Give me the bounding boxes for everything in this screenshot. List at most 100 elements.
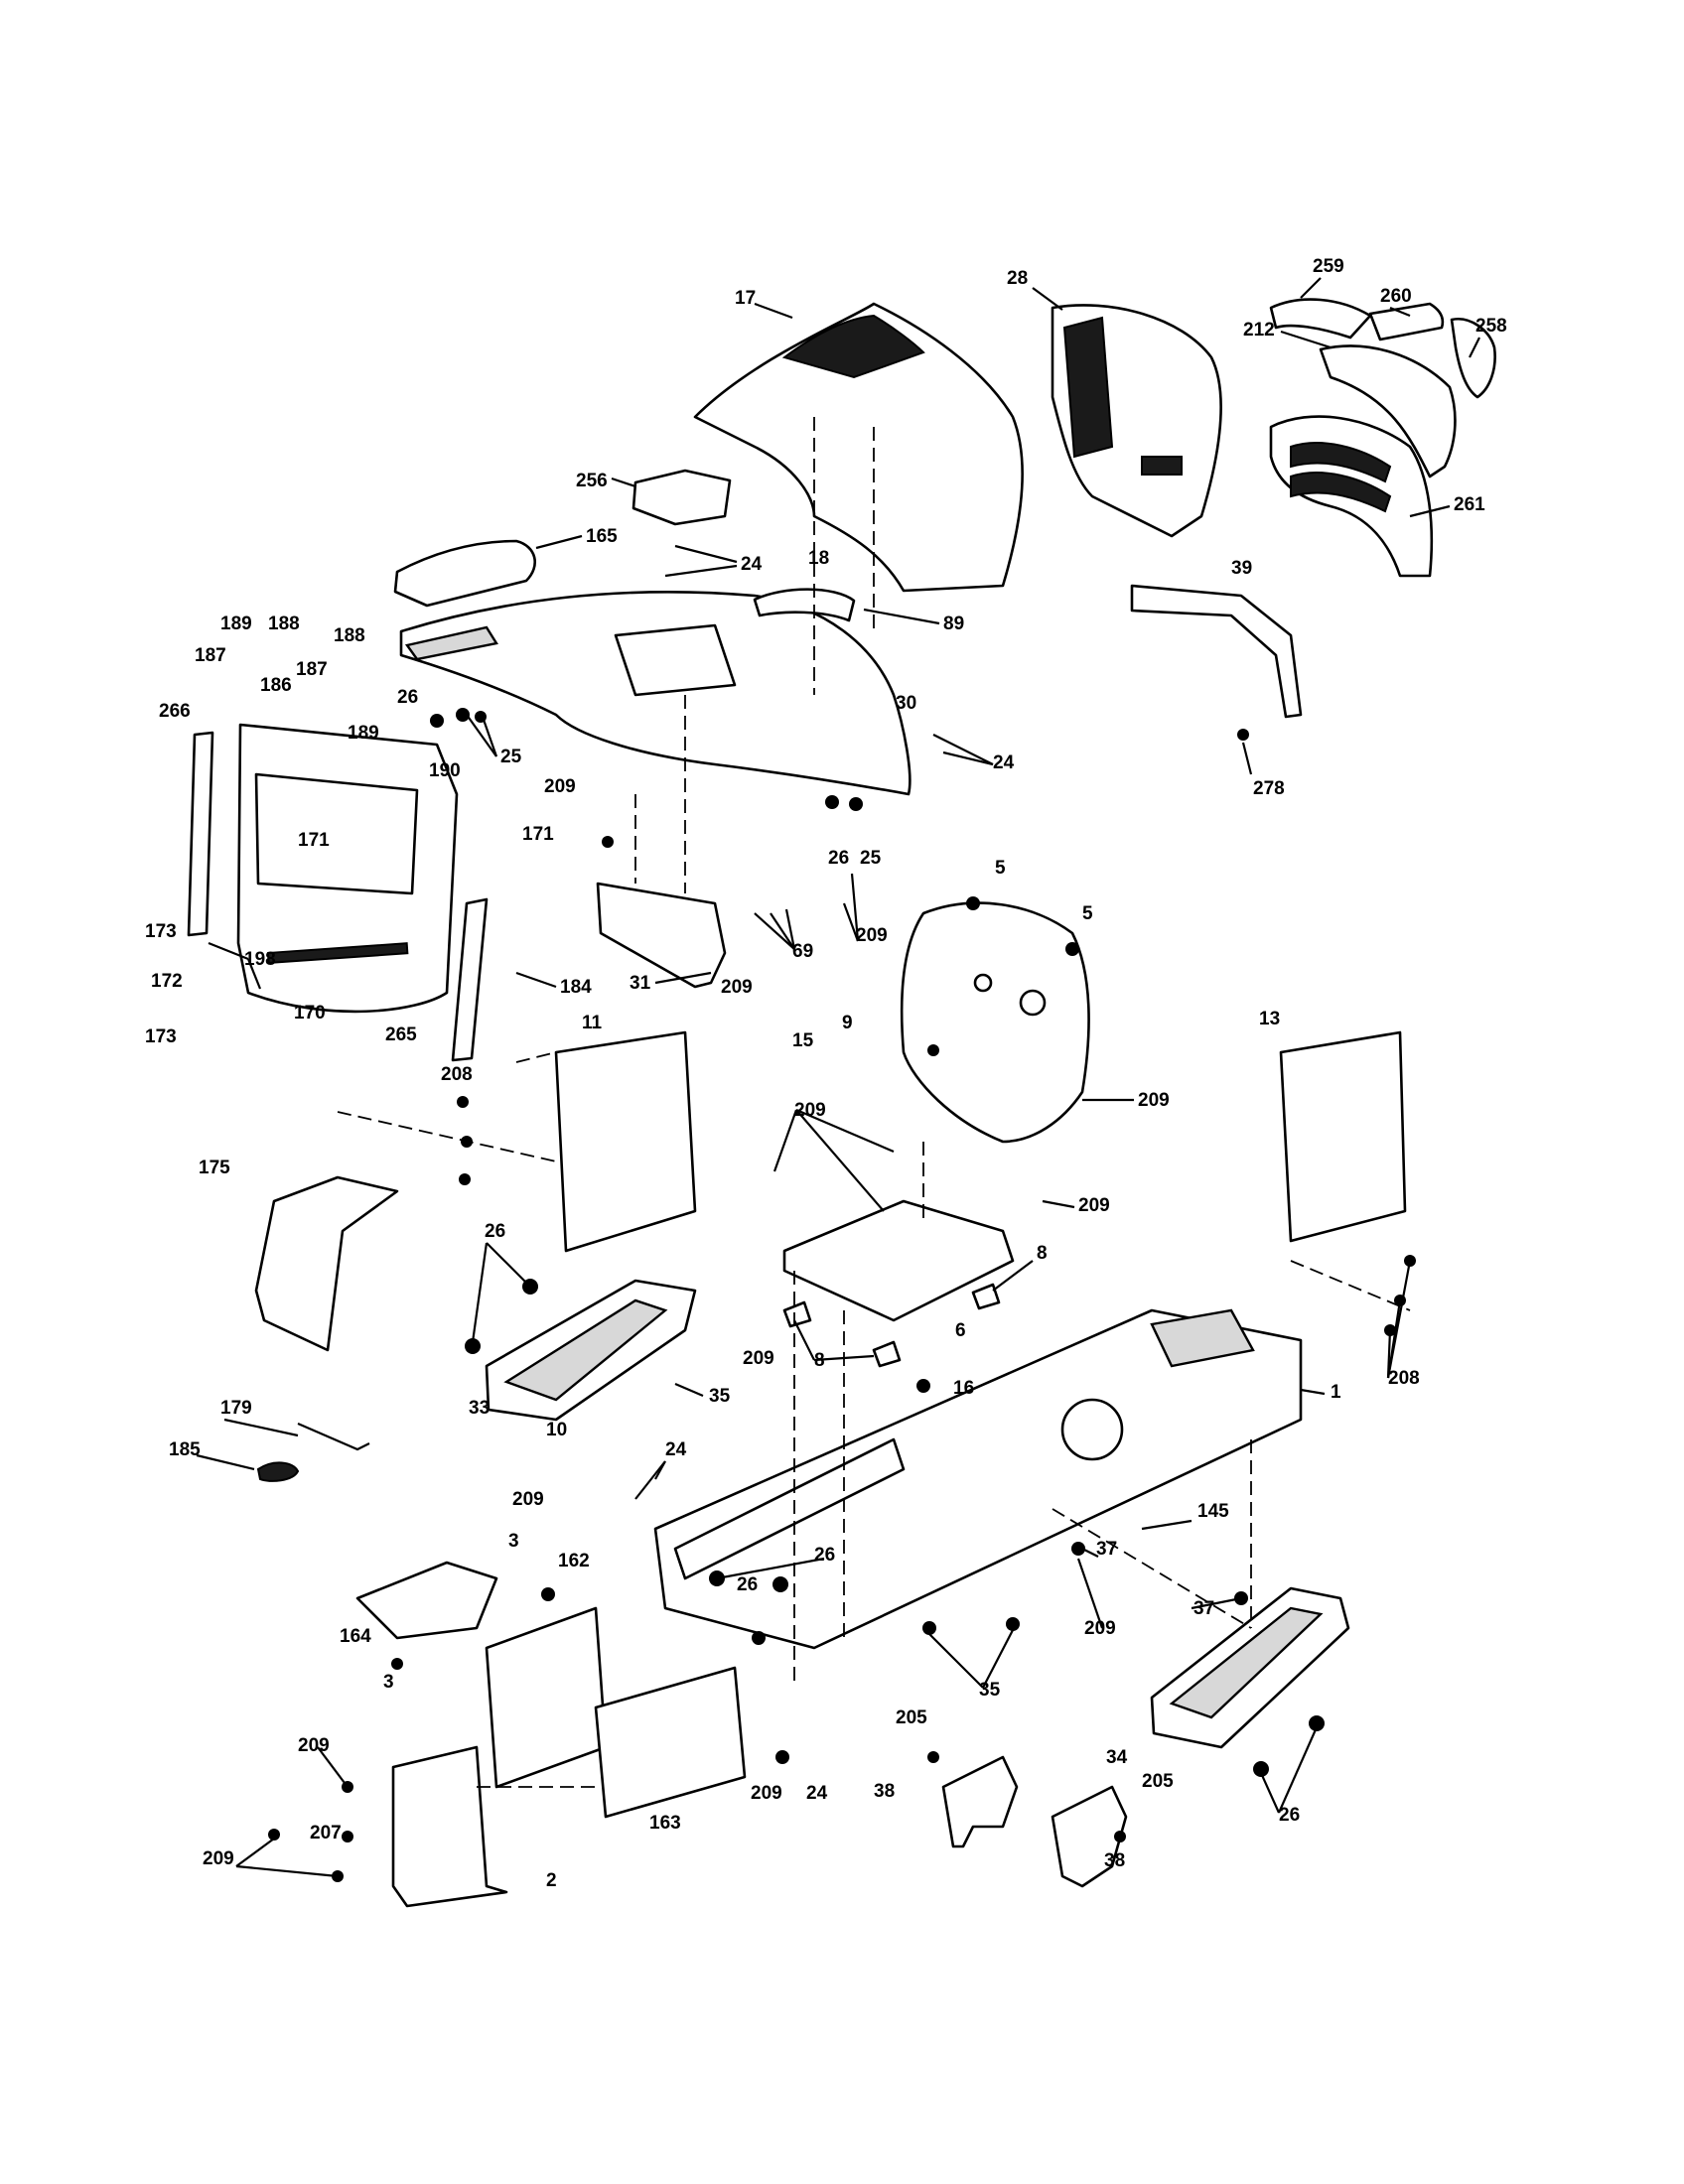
callout-190: 190	[429, 760, 461, 781]
callout-187: 187	[296, 659, 328, 680]
callout-209: 209	[1138, 1090, 1170, 1111]
callout-165: 165	[586, 526, 618, 547]
bracket-31-part	[596, 882, 727, 989]
callout-207: 207	[310, 1823, 342, 1843]
callout-35: 35	[709, 1386, 731, 1407]
callout-38: 38	[1104, 1850, 1125, 1871]
callout-164: 164	[340, 1626, 371, 1647]
callout-173: 173	[145, 921, 177, 942]
callout-209: 209	[1084, 1618, 1116, 1639]
main-frame-part	[653, 1308, 1303, 1650]
callout-209: 209	[794, 1100, 826, 1121]
callout-26: 26	[814, 1545, 835, 1566]
callout-31: 31	[630, 973, 651, 994]
callout-33: 33	[469, 1398, 490, 1419]
callout-38: 38	[874, 1781, 895, 1802]
callout-162: 162	[558, 1551, 590, 1571]
callout-186: 186	[260, 675, 292, 696]
grille-housing-part	[1051, 304, 1222, 538]
callout-26: 26	[1279, 1805, 1300, 1826]
grille-inserts-part	[1269, 298, 1496, 578]
callout-208: 208	[1388, 1368, 1420, 1389]
callout-6: 6	[955, 1320, 966, 1341]
callout-172: 172	[151, 971, 183, 992]
brackets-38-part	[941, 1755, 1128, 1888]
callout-3: 3	[508, 1531, 519, 1552]
callout-209: 209	[512, 1489, 544, 1510]
callout-184: 184	[560, 977, 592, 998]
footrest-34-part	[1150, 1586, 1350, 1749]
callout-205: 205	[896, 1707, 927, 1728]
callout-39: 39	[1231, 558, 1252, 579]
callout-3: 3	[383, 1672, 394, 1693]
callout-209: 209	[743, 1348, 774, 1369]
callout-1: 1	[1331, 1382, 1341, 1403]
callout-89: 89	[943, 614, 964, 634]
bracket-39-part	[1130, 584, 1303, 719]
callout-9: 9	[842, 1013, 853, 1033]
callout-171: 171	[298, 830, 330, 851]
callout-189: 189	[220, 614, 252, 634]
leader-lines	[196, 277, 1480, 1878]
callout-5: 5	[1082, 903, 1093, 924]
callout-163: 163	[649, 1813, 681, 1834]
side-plate-13-part	[1279, 1030, 1407, 1243]
callout-212: 212	[1243, 320, 1275, 341]
callout-188: 188	[268, 614, 300, 634]
covers-part	[393, 469, 856, 622]
callout-35: 35	[979, 1680, 1001, 1701]
callout-24: 24	[993, 752, 1015, 773]
callout-24: 24	[806, 1783, 828, 1804]
callout-278: 278	[1253, 778, 1285, 799]
callout-205: 205	[1142, 1771, 1174, 1792]
callout-26: 26	[485, 1221, 505, 1242]
callout-8: 8	[1037, 1243, 1048, 1264]
callout-5: 5	[995, 858, 1006, 879]
callout-13: 13	[1259, 1009, 1280, 1029]
callout-26: 26	[397, 687, 418, 708]
callout-175: 175	[199, 1158, 230, 1178]
front-bracket-part	[355, 1561, 747, 1908]
callout-18: 18	[808, 548, 829, 569]
callout-258: 258	[1475, 316, 1507, 337]
callout-37: 37	[1193, 1598, 1214, 1619]
callout-26: 26	[737, 1574, 758, 1595]
callout-189: 189	[348, 723, 379, 744]
callout-185: 185	[169, 1439, 201, 1460]
footrest-33-part	[485, 1279, 697, 1422]
callout-10: 10	[546, 1420, 567, 1440]
callout-209: 209	[203, 1848, 234, 1869]
callout-266: 266	[159, 701, 191, 722]
dash-panel-part	[399, 591, 912, 796]
callout-24: 24	[741, 554, 763, 575]
callout-209: 209	[751, 1783, 782, 1804]
callout-209: 209	[721, 977, 753, 998]
callout-34: 34	[1106, 1747, 1128, 1768]
dash-tower-part	[900, 901, 1090, 1144]
callout-171: 171	[522, 824, 554, 845]
hood-part	[693, 302, 1024, 593]
callout-261: 261	[1454, 494, 1485, 515]
callout-179: 179	[220, 1398, 252, 1419]
callout-15: 15	[792, 1030, 814, 1051]
callout-145: 145	[1197, 1501, 1229, 1522]
callout-209: 209	[298, 1735, 330, 1756]
callout-209: 209	[1078, 1195, 1110, 1216]
callout-173: 173	[145, 1026, 177, 1047]
callout-187: 187	[195, 645, 226, 666]
plate-6-part	[782, 1199, 1015, 1368]
callout-25: 25	[500, 747, 522, 767]
lever-part	[256, 1422, 370, 1482]
callout-265: 265	[385, 1024, 417, 1045]
assembly-lines	[337, 417, 1411, 1788]
callout-24: 24	[665, 1439, 687, 1460]
callout-25: 25	[860, 848, 882, 869]
callout-209: 209	[856, 925, 888, 946]
callout-256: 256	[576, 471, 608, 491]
callout-260: 260	[1380, 286, 1412, 307]
shield-175-part	[254, 1175, 399, 1352]
callout-2: 2	[546, 1870, 557, 1891]
side-plate-11-part	[554, 1030, 697, 1253]
